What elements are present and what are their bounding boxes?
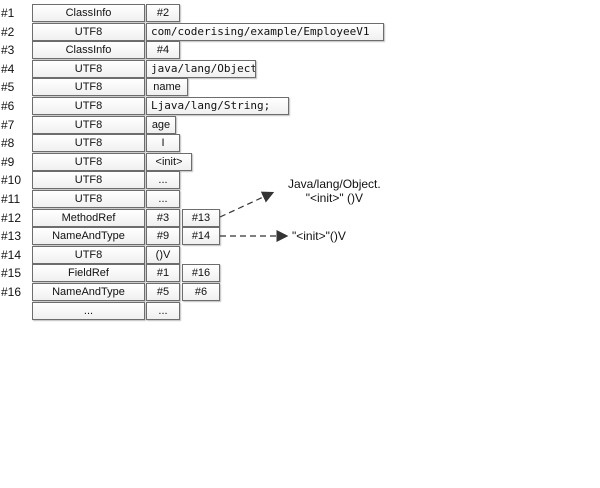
- constant-pool-index: #15: [1, 266, 22, 281]
- constant-value-cell: age: [146, 115, 176, 134]
- constant-ref-cell: #16: [182, 264, 220, 283]
- constant-ref-cell: #13: [182, 208, 220, 227]
- constant-type-cell: UTF8: [32, 190, 145, 208]
- constant-pool-index: #16: [1, 285, 22, 299]
- constant-type-cell: UTF8: [32, 115, 145, 134]
- constant-pool-index: #9: [1, 154, 15, 169]
- constant-pool-index: #7: [1, 117, 15, 132]
- methodref-resolution-note: Java/lang/Object. "<init>" ()V: [288, 177, 381, 205]
- nameandtype-resolution-note: "<init>"()V: [292, 229, 346, 243]
- methodref-resolution-line-1: Java/lang/Object.: [288, 177, 381, 191]
- constant-pool-index: #13: [1, 229, 22, 244]
- constant-value-cell: Ljava/lang/String;: [146, 97, 289, 115]
- constant-pool-index: #11: [1, 192, 21, 206]
- constant-type-cell: ClassInfo: [32, 41, 145, 60]
- constant-value-cell: I: [146, 134, 180, 153]
- methodref-resolution-line-2: "<init>" ()V: [305, 191, 363, 205]
- constant-type-cell: UTF8: [32, 171, 145, 190]
- constant-value-cell: <init>: [146, 152, 192, 171]
- constant-pool-index: #10: [1, 173, 22, 188]
- constant-type-cell: UTF8: [32, 245, 145, 264]
- constant-value-cell: #2: [146, 4, 180, 22]
- constant-type-cell: FieldRef: [32, 264, 145, 283]
- constant-pool-index: #12: [1, 210, 22, 225]
- constant-type-cell: UTF8: [32, 134, 145, 153]
- constant-pool-index: #6: [1, 99, 15, 113]
- constant-value-cell: com/coderising/example/EmployeeV1: [146, 22, 384, 41]
- constant-pool-index: #2: [1, 24, 15, 39]
- constant-value-cell: #9: [146, 227, 180, 246]
- constant-pool-index: #4: [1, 61, 15, 76]
- constant-ref-cell: #6: [182, 283, 220, 301]
- constant-type-cell: ...: [32, 301, 145, 320]
- methodref-arrow: [219, 191, 275, 218]
- constant-value-cell: #4: [146, 41, 180, 60]
- constant-value-cell: ...: [146, 190, 180, 208]
- constant-pool-index: #14: [1, 247, 22, 262]
- constant-type-cell: UTF8: [32, 59, 145, 78]
- constant-type-cell: MethodRef: [32, 208, 145, 227]
- constant-type-cell: UTF8: [32, 22, 145, 41]
- constant-value-cell: ...: [146, 171, 180, 190]
- constant-type-cell: NameAndType: [32, 283, 145, 301]
- constant-value-cell: #5: [146, 283, 180, 301]
- constant-pool-index: #1: [1, 6, 15, 20]
- constant-value-cell: ()V: [146, 245, 180, 264]
- constant-value-cell: java/lang/Object: [146, 59, 256, 78]
- constant-type-cell: ClassInfo: [32, 4, 145, 22]
- constant-type-cell: UTF8: [32, 152, 145, 171]
- constant-value-cell: ...: [146, 301, 180, 320]
- constant-type-cell: UTF8: [32, 78, 145, 97]
- constant-value-cell: name: [146, 78, 188, 97]
- constant-pool-index: #8: [1, 136, 15, 151]
- constant-pool-index: #3: [1, 43, 15, 58]
- constant-value-cell: #3: [146, 208, 180, 227]
- constant-pool-index: #5: [1, 80, 15, 95]
- constant-ref-cell: #14: [182, 227, 220, 246]
- constant-type-cell: NameAndType: [32, 227, 145, 246]
- constant-type-cell: UTF8: [32, 97, 145, 115]
- constant-value-cell: #1: [146, 264, 180, 283]
